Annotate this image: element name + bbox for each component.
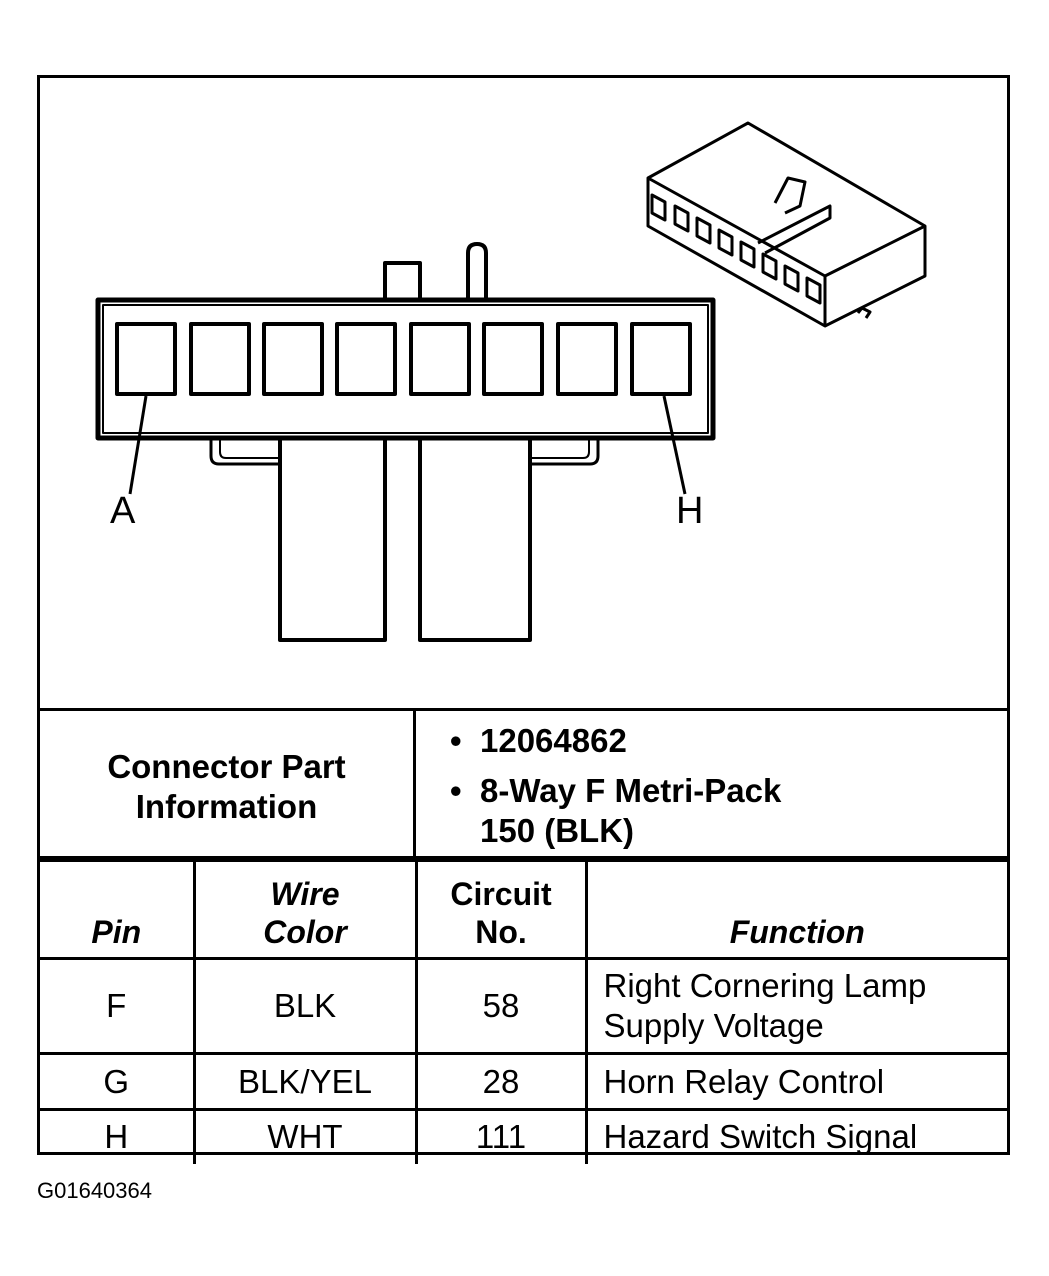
bullet-icon: •: [450, 772, 462, 809]
cell-wire-color: BLK: [192, 957, 418, 1055]
cavity-h: [630, 322, 692, 396]
cavity-g: [556, 322, 618, 396]
connector-face-view: [95, 121, 927, 642]
cell-pin: H: [40, 1108, 196, 1164]
cavity-d: [335, 322, 397, 396]
header-circuit-no: Circuit No.: [414, 856, 588, 960]
connector-info-label: Connector Part Information: [107, 748, 346, 825]
diagram-frame: A H Connector Part Information • 1206486…: [37, 75, 1013, 1164]
cavity-b: [189, 322, 251, 396]
connector-latch-lock: [466, 242, 488, 300]
connector-part-info: Connector Part Information • 12064862 • …: [40, 708, 1007, 862]
cell-function: Horn Relay Control: [584, 1052, 1007, 1111]
connector-type: • 8-Way F Metri-Pack 150 (BLK): [450, 772, 782, 849]
cavity-e: [409, 322, 471, 396]
header-pin: Pin: [40, 856, 196, 960]
pin-label-a: A: [110, 490, 136, 532]
table-header-row: Pin Wire Color Circuit No. Function: [40, 856, 1007, 960]
header-wire-color: Wire Color: [192, 856, 418, 960]
cell-pin: F: [40, 957, 196, 1055]
connector-latch-square: [383, 261, 422, 300]
cell-function: Hazard Switch Signal: [584, 1108, 1007, 1164]
cell-circuit-no: 111: [414, 1108, 588, 1164]
leader-line-h: [662, 395, 687, 495]
cavity-a: [115, 322, 177, 396]
cell-circuit-no: 58: [414, 957, 588, 1055]
wire-harness-left: [278, 438, 387, 642]
wire-harness-right: [418, 438, 532, 642]
table-row: F BLK 58 Right Cornering Lamp Supply Vol…: [40, 957, 1007, 1055]
cavity-f: [482, 322, 544, 396]
part-number: • 12064862: [450, 722, 627, 759]
cavity-c: [262, 322, 324, 396]
bullet-icon: •: [450, 722, 462, 759]
connector-body: [95, 297, 716, 441]
table-row: H WHT 111 Hazard Switch Signal: [40, 1108, 1007, 1164]
leader-line-a: [128, 395, 148, 495]
pin-label-h: H: [676, 490, 704, 532]
connector-diagram: A H: [40, 78, 1013, 718]
header-function: Function: [584, 856, 1007, 960]
figure-id: G01640364: [37, 1178, 152, 1203]
cell-wire-color: BLK/YEL: [192, 1052, 418, 1111]
cell-function: Right Cornering Lamp Supply Voltage: [584, 957, 1007, 1055]
pinout-table: Pin Wire Color Circuit No. Function F BL…: [40, 856, 1007, 1164]
cell-circuit-no: 28: [414, 1052, 588, 1111]
cell-pin: G: [40, 1052, 196, 1111]
connector-isometric-view: [646, 121, 927, 328]
cell-wire-color: WHT: [192, 1108, 418, 1164]
table-row: G BLK/YEL 28 Horn Relay Control: [40, 1052, 1007, 1111]
